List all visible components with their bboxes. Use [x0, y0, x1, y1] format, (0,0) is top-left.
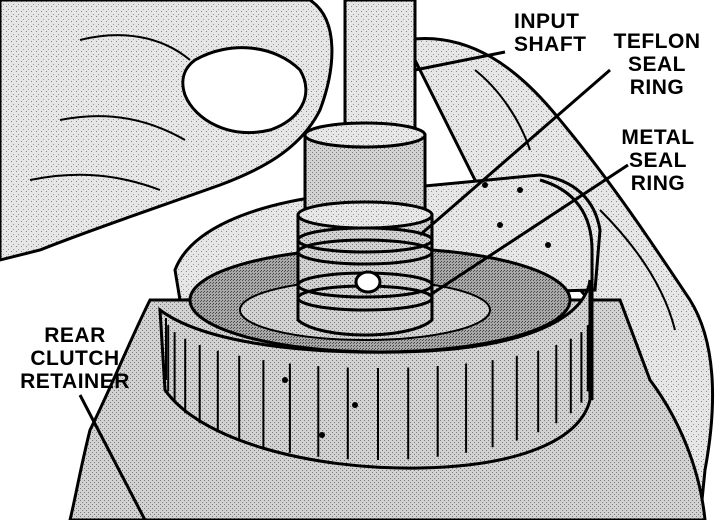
label-rear-line-3: RETAINER [20, 370, 130, 393]
leader-rear-clutch-retainer [78, 394, 147, 520]
leader-metal-seal-ring [429, 163, 629, 297]
label-metal-line-2: SEAL [628, 149, 687, 172]
label-teflon-seal-ring: TEFLON SEAL RING [612, 30, 702, 99]
label-input-shaft: INPUT SHAFT [514, 10, 587, 56]
label-rear-line-2: CLUTCH [30, 347, 120, 370]
label-rear-clutch-retainer: REAR CLUTCH RETAINER [10, 324, 140, 393]
label-input-shaft-line-1: INPUT [514, 10, 580, 33]
label-rear-line-1: REAR [44, 324, 106, 347]
label-metal-line-1: METAL [621, 126, 695, 149]
input-shaft [296, 0, 434, 337]
leader-lines [78, 50, 629, 520]
left-hand [0, 0, 334, 262]
label-teflon-line-3: RING [629, 76, 685, 99]
label-teflon-line-1: TEFLON [613, 30, 701, 53]
label-metal-seal-ring: METAL SEAL RING [618, 126, 698, 195]
leader-input-shaft [414, 50, 506, 72]
splined-ring [158, 178, 594, 470]
leader-teflon-seal-ring [419, 68, 611, 237]
label-metal-line-3: RING [630, 172, 686, 195]
label-teflon-line-2: SEAL [627, 53, 686, 76]
label-input-shaft-line-2: SHAFT [514, 33, 587, 56]
